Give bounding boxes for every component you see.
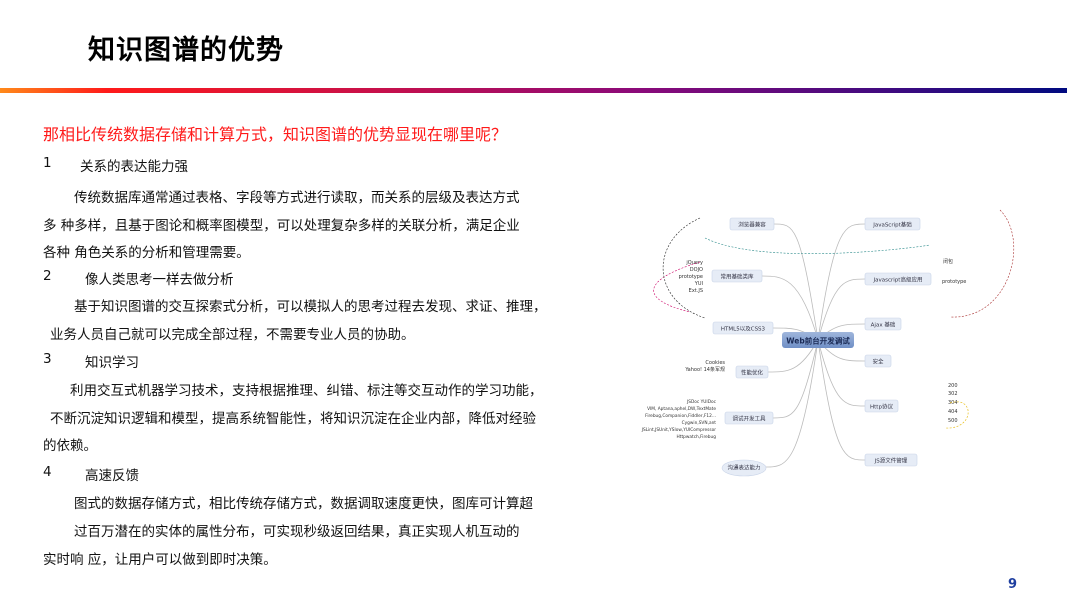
mindmap-branch-label: 调试开发工具 — [732, 415, 766, 423]
item-text: 图式的数据存储方式，相比传统存储方式，数据调取速度更快，图库可计算超 — [74, 496, 533, 512]
mindmap-link — [817, 339, 866, 407]
leaf-library: jQuery — [685, 260, 703, 266]
item-text: 实时响 应，让用户可以做到即时决策。 — [43, 552, 277, 568]
page-number: 9 — [1008, 577, 1018, 592]
item-text: 各种 角色关系的分析和管理需要。 — [43, 245, 250, 261]
mindmap-link — [773, 223, 819, 341]
leaf-status: 302 — [948, 391, 958, 397]
leaf-perf: Cookies — [705, 360, 725, 366]
mindmap-branch-label: 浏览器兼容 — [738, 221, 766, 229]
item-heading: 知识学习 — [85, 355, 139, 371]
mindmap-branch-node — [711, 269, 763, 283]
mindmap-branch-label: Javascript高级应用 — [873, 276, 923, 284]
item-number: 1 — [43, 155, 52, 171]
leaf-library: YUI — [694, 281, 703, 287]
mindmap-branch-label: HTML5以及CSS3 — [721, 326, 766, 333]
title-divider — [0, 88, 1067, 93]
mindmap-branch-node — [864, 272, 932, 286]
item-text: 多 种多样，且基于图论和概率图模型，可以处理复杂多样的关联分析，满足企业 — [43, 218, 520, 234]
mindmap-center-label: Web前台开发调试 — [786, 336, 850, 346]
mindmap-branch-label: 常用基础类库 — [720, 273, 754, 281]
mindmap-branch-label: Ajax 基础 — [871, 321, 896, 329]
mindmap-branch-node — [721, 459, 767, 477]
mindmap-branch-label: JavaScript基础 — [872, 221, 912, 229]
mindmap-branch-label: Http协议 — [870, 403, 893, 411]
leaf-tool: JSLint,JSUnit,YSlow,YUICompressor — [641, 427, 717, 433]
leaf-perf: Yahoo! 14条军规 — [684, 366, 725, 373]
mindmap-branch-label: 性能优化 — [741, 369, 764, 377]
item-number: 4 — [43, 464, 52, 480]
leaf-library: DOJO — [690, 267, 703, 273]
item-heading: 高速反馈 — [85, 468, 139, 484]
leaf-status: 500 — [948, 418, 958, 424]
mindmap-link — [772, 339, 819, 419]
item-heading: 关系的表达能力强 — [80, 159, 188, 175]
item-text: 的依赖。 — [43, 438, 97, 454]
mindmap-branch-node — [712, 321, 774, 335]
leaf-js: 闭包 — [943, 258, 953, 265]
item-number: 2 — [43, 268, 52, 284]
slide-title: 知识图谱的优势 — [88, 35, 284, 66]
item-number: 3 — [43, 351, 52, 367]
mindmap-branch-node — [864, 354, 892, 368]
mindmap-branch-node — [864, 317, 902, 331]
mindmap-branch-node — [729, 217, 775, 231]
leaf-tool: Firebug,Companion,Fiddler,F12... — [645, 413, 716, 419]
item-text: 利用交互式机器学习技术，支持根据推理、纠错、标注等交互动作的学习功能， — [70, 383, 543, 399]
mindmap-branch-node — [735, 365, 769, 379]
leaf-tool: JSDoc YUIDoc — [686, 399, 717, 405]
leaf-library: Ext.JS — [689, 288, 703, 294]
mindmap-branch-node — [724, 411, 774, 425]
leaf-status: 200 — [948, 383, 958, 389]
mindmap-link — [817, 223, 866, 341]
mindmap-branch-node — [864, 399, 899, 413]
mindmap-branch-label: 沟通表达能力 — [727, 464, 760, 472]
item-text: 基于知识图谱的交互探索式分析，可以模拟人的思考过程去发现、求证、推理， — [74, 299, 547, 315]
mindmap-link — [765, 339, 819, 468]
mindmap-link — [761, 275, 819, 341]
leaf-js: prototype — [942, 279, 966, 285]
leaf-tool: Httpwatch,Firebug — [677, 434, 717, 440]
question-heading: 那相比传统数据存储和计算方式，知识图谱的优势显现在哪里呢？ — [43, 125, 508, 144]
mindmap-links — [761, 223, 866, 468]
mindmap-link — [817, 278, 866, 341]
item-text: 传统数据库通常通过表格、字段等方式进行读取，而关系的层级及表达方式 — [74, 190, 520, 206]
mindmap-branch-node — [864, 453, 918, 467]
leaf-tool: VIM, Aptana,aphel,DW,TextMate — [647, 406, 716, 412]
item-text: 不断沉淀知识逻辑和模型，提高系统智能性，将知识沉淀在企业内部，降低对经验 — [50, 411, 536, 427]
mindmap-branch-node — [864, 217, 921, 231]
mindmap-branch-label: JS源文件管理 — [874, 457, 908, 465]
leaf-tool: Cygwin,SVN,ant — [682, 420, 717, 426]
item-text: 过百万潜在的实体的属性分布，可实现秒级返回结果，真正实现人机互动的 — [74, 524, 520, 540]
leaf-status: 404 — [948, 409, 958, 415]
mindmap-center-node — [782, 332, 854, 348]
mindmap-link — [817, 339, 866, 461]
leaf-library: prototype — [679, 274, 703, 280]
item-text: 业务人员自己就可以完成全部过程，不需要专业人员的协助。 — [50, 327, 415, 343]
item-heading: 像人类思考一样去做分析 — [85, 272, 234, 288]
mindmap-branch-label: 安全 — [872, 358, 884, 366]
leaf-status: 304 — [948, 400, 958, 406]
